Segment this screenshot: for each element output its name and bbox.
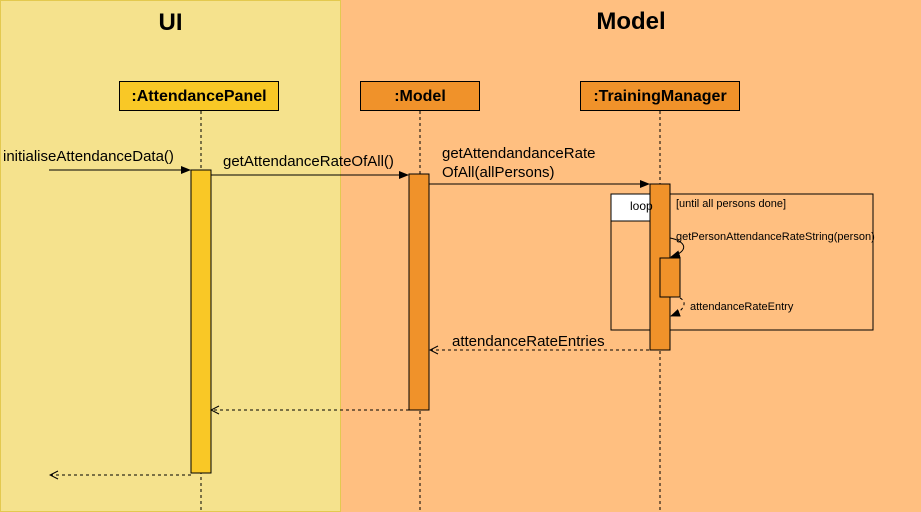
- self-return-arrow: [670, 297, 685, 317]
- loop-frame: [610, 193, 874, 331]
- loop-guard-label: [until all persons done]: [676, 198, 787, 210]
- return-entry-label: attendanceRateEntry: [690, 301, 794, 313]
- model-activation: [408, 173, 430, 411]
- get-person-rate-message-label: getPersonAttendanceRateString(person): [676, 231, 875, 243]
- training-manager-participant: :TrainingManager: [580, 81, 740, 111]
- attendance-panel-participant: :AttendancePanel: [119, 81, 279, 111]
- return-entries-label: attendanceRateEntries: [452, 333, 605, 350]
- get-rate-of-all-message-label: getAttendanceRateOfAll(): [223, 153, 394, 170]
- model-region-title: Model: [596, 8, 666, 35]
- initialise-message-label: initialiseAttendanceData(): [3, 148, 174, 165]
- get-rate-of-all-persons-label-line2: OfAll(allPersons): [442, 164, 555, 181]
- ui-region-title: UI: [158, 9, 183, 36]
- self-call-arrow: [669, 237, 685, 259]
- model-participant: :Model: [360, 81, 480, 111]
- get-rate-of-all-persons-label-line1: getAttendandanceRate: [442, 145, 596, 162]
- attendance-panel-activation: [190, 169, 212, 474]
- loop-tag-label: loop: [630, 199, 653, 213]
- training-manager-nested-activation: [659, 257, 681, 298]
